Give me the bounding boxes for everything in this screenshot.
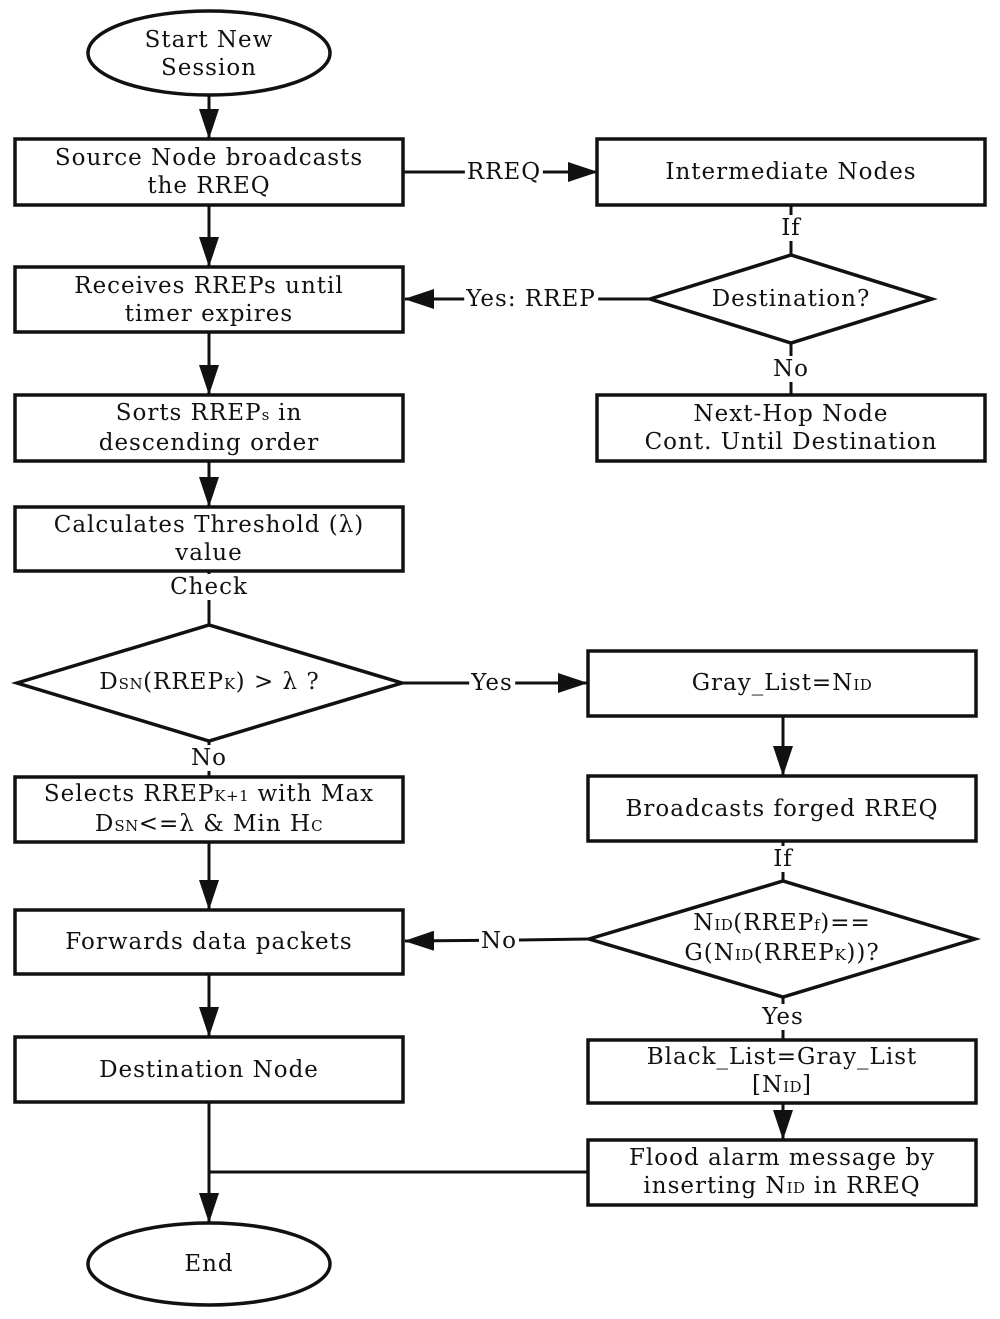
forwards-box (13, 908, 405, 976)
nid-check-diamond (582, 879, 982, 999)
calculates-box (13, 505, 405, 573)
source-broadcast-label: Source Node broadcasts the RREQ (54, 145, 364, 199)
end-label: End (184, 1251, 234, 1277)
forged-label: Broadcasts forged RREQ (625, 795, 939, 822)
edge-label-if-1: If (779, 215, 803, 241)
next-hop-box (595, 393, 987, 463)
receives-box (13, 265, 405, 334)
sorts-label: Sorts RREPs in descending order (98, 400, 320, 456)
gray-list-box (586, 649, 978, 718)
arrow-nid-check-to-forwards (404, 930, 590, 951)
intermediate-label: Intermediate Nodes (665, 159, 917, 185)
edge-label-no-3: No (479, 928, 519, 954)
source-broadcast-box (13, 137, 405, 207)
destination-node-label: Destination Node (99, 1056, 319, 1083)
nid-check-label: NID(RREPf)== G(NID(RREPK))? (684, 910, 880, 966)
destination-check-label: Destination? (711, 286, 871, 312)
edge-label-yes-2: Yes (760, 1004, 806, 1030)
intermediate-box (595, 137, 987, 207)
selects-label: Selects RREPK+1 with Max DSN<=λ & Min HC (43, 780, 375, 837)
gray-list-label: Gray_List=NID (691, 669, 873, 696)
edge-label-yes-1: Yes (469, 670, 515, 696)
start-ellipse (86, 9, 332, 97)
calculates-label: Calculates Threshold (λ) value (53, 512, 365, 566)
black-list-label: Black_List=Gray_List [NID] (646, 1043, 918, 1098)
edge-label-rreq: RREQ (464, 159, 544, 185)
next-hop-label: Next-Hop Node Cont. Until Destination (644, 401, 938, 455)
dsn-check-diamond (10, 623, 409, 743)
sorts-box (13, 393, 405, 463)
flood-label: Flood alarm message by inserting NID in … (628, 1144, 936, 1199)
edge-label-check: Check (168, 574, 250, 600)
destination-check-diamond (644, 253, 938, 345)
forwards-label: Forwards data packets (65, 929, 353, 955)
start-label: Start New Session (144, 26, 274, 81)
receives-label: Receives RREPs until timer expires (74, 272, 344, 327)
edge-label-no-1: No (771, 356, 811, 382)
edge-label-if-2: If (771, 846, 795, 872)
flood-box (586, 1138, 978, 1207)
end-ellipse (86, 1221, 332, 1307)
black-list-box (586, 1038, 978, 1105)
selects-box (13, 775, 405, 844)
forged-box (586, 774, 978, 843)
dsn-check-label: DSN(RREPK) > λ ? (99, 669, 320, 695)
edge-label-no-2: No (189, 745, 229, 771)
edge-label-yes-rrep: Yes: RREP (464, 286, 598, 312)
destination-node-box (13, 1035, 405, 1104)
